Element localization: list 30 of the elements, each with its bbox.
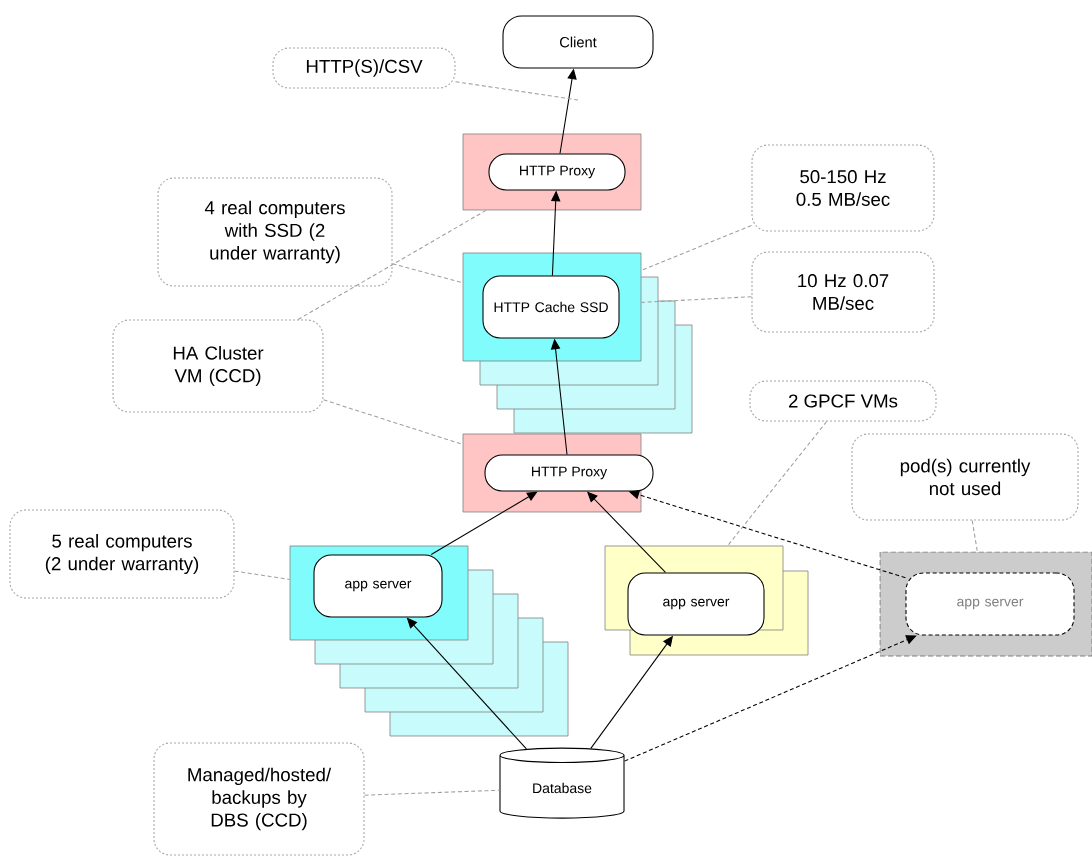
cache-box: HTTP Cache SSD [482, 275, 620, 339]
callout-box: 10 Hz 0.07 MB/sec [751, 251, 935, 333]
arrow [624, 635, 917, 762]
leader-line [234, 570, 291, 580]
callout-box: 4 real computers with SSD (2 under warranty) [157, 177, 393, 287]
proxy-box: HTTP Proxy [488, 153, 626, 191]
callout-box: Managed/hosted/ backups by DBS (CCD) [153, 742, 365, 856]
app-server-box: app server [905, 572, 1075, 636]
client-box: Client [502, 15, 654, 69]
arrow [587, 491, 666, 573]
callout-box: HTTP(S)/CSV [272, 47, 456, 89]
app-server-box: app server [627, 572, 765, 636]
callout-box: 50-150 Hz 0.5 MB/sec [751, 144, 935, 232]
callout-box: pod(s) currently not used [851, 433, 1079, 521]
leader-line [323, 399, 464, 445]
leader-line [640, 296, 752, 303]
app-server-box: app server [313, 554, 443, 618]
leader-line [297, 209, 487, 320]
leader-line [640, 224, 752, 271]
callout-box: 5 real computers (2 under warranty) [9, 509, 235, 599]
leader-line [455, 81, 579, 101]
leader-line [727, 421, 828, 547]
proxy-box: HTTP Proxy [484, 454, 654, 492]
leader-line [971, 520, 978, 552]
database-cylinder: Database [499, 747, 625, 819]
callout-box: 2 GPCF VMs [749, 380, 937, 422]
leader-line [392, 263, 464, 284]
arrow [430, 491, 538, 555]
callout-box: HA Cluster VM (CCD) [112, 319, 324, 413]
leader-line [364, 789, 500, 796]
